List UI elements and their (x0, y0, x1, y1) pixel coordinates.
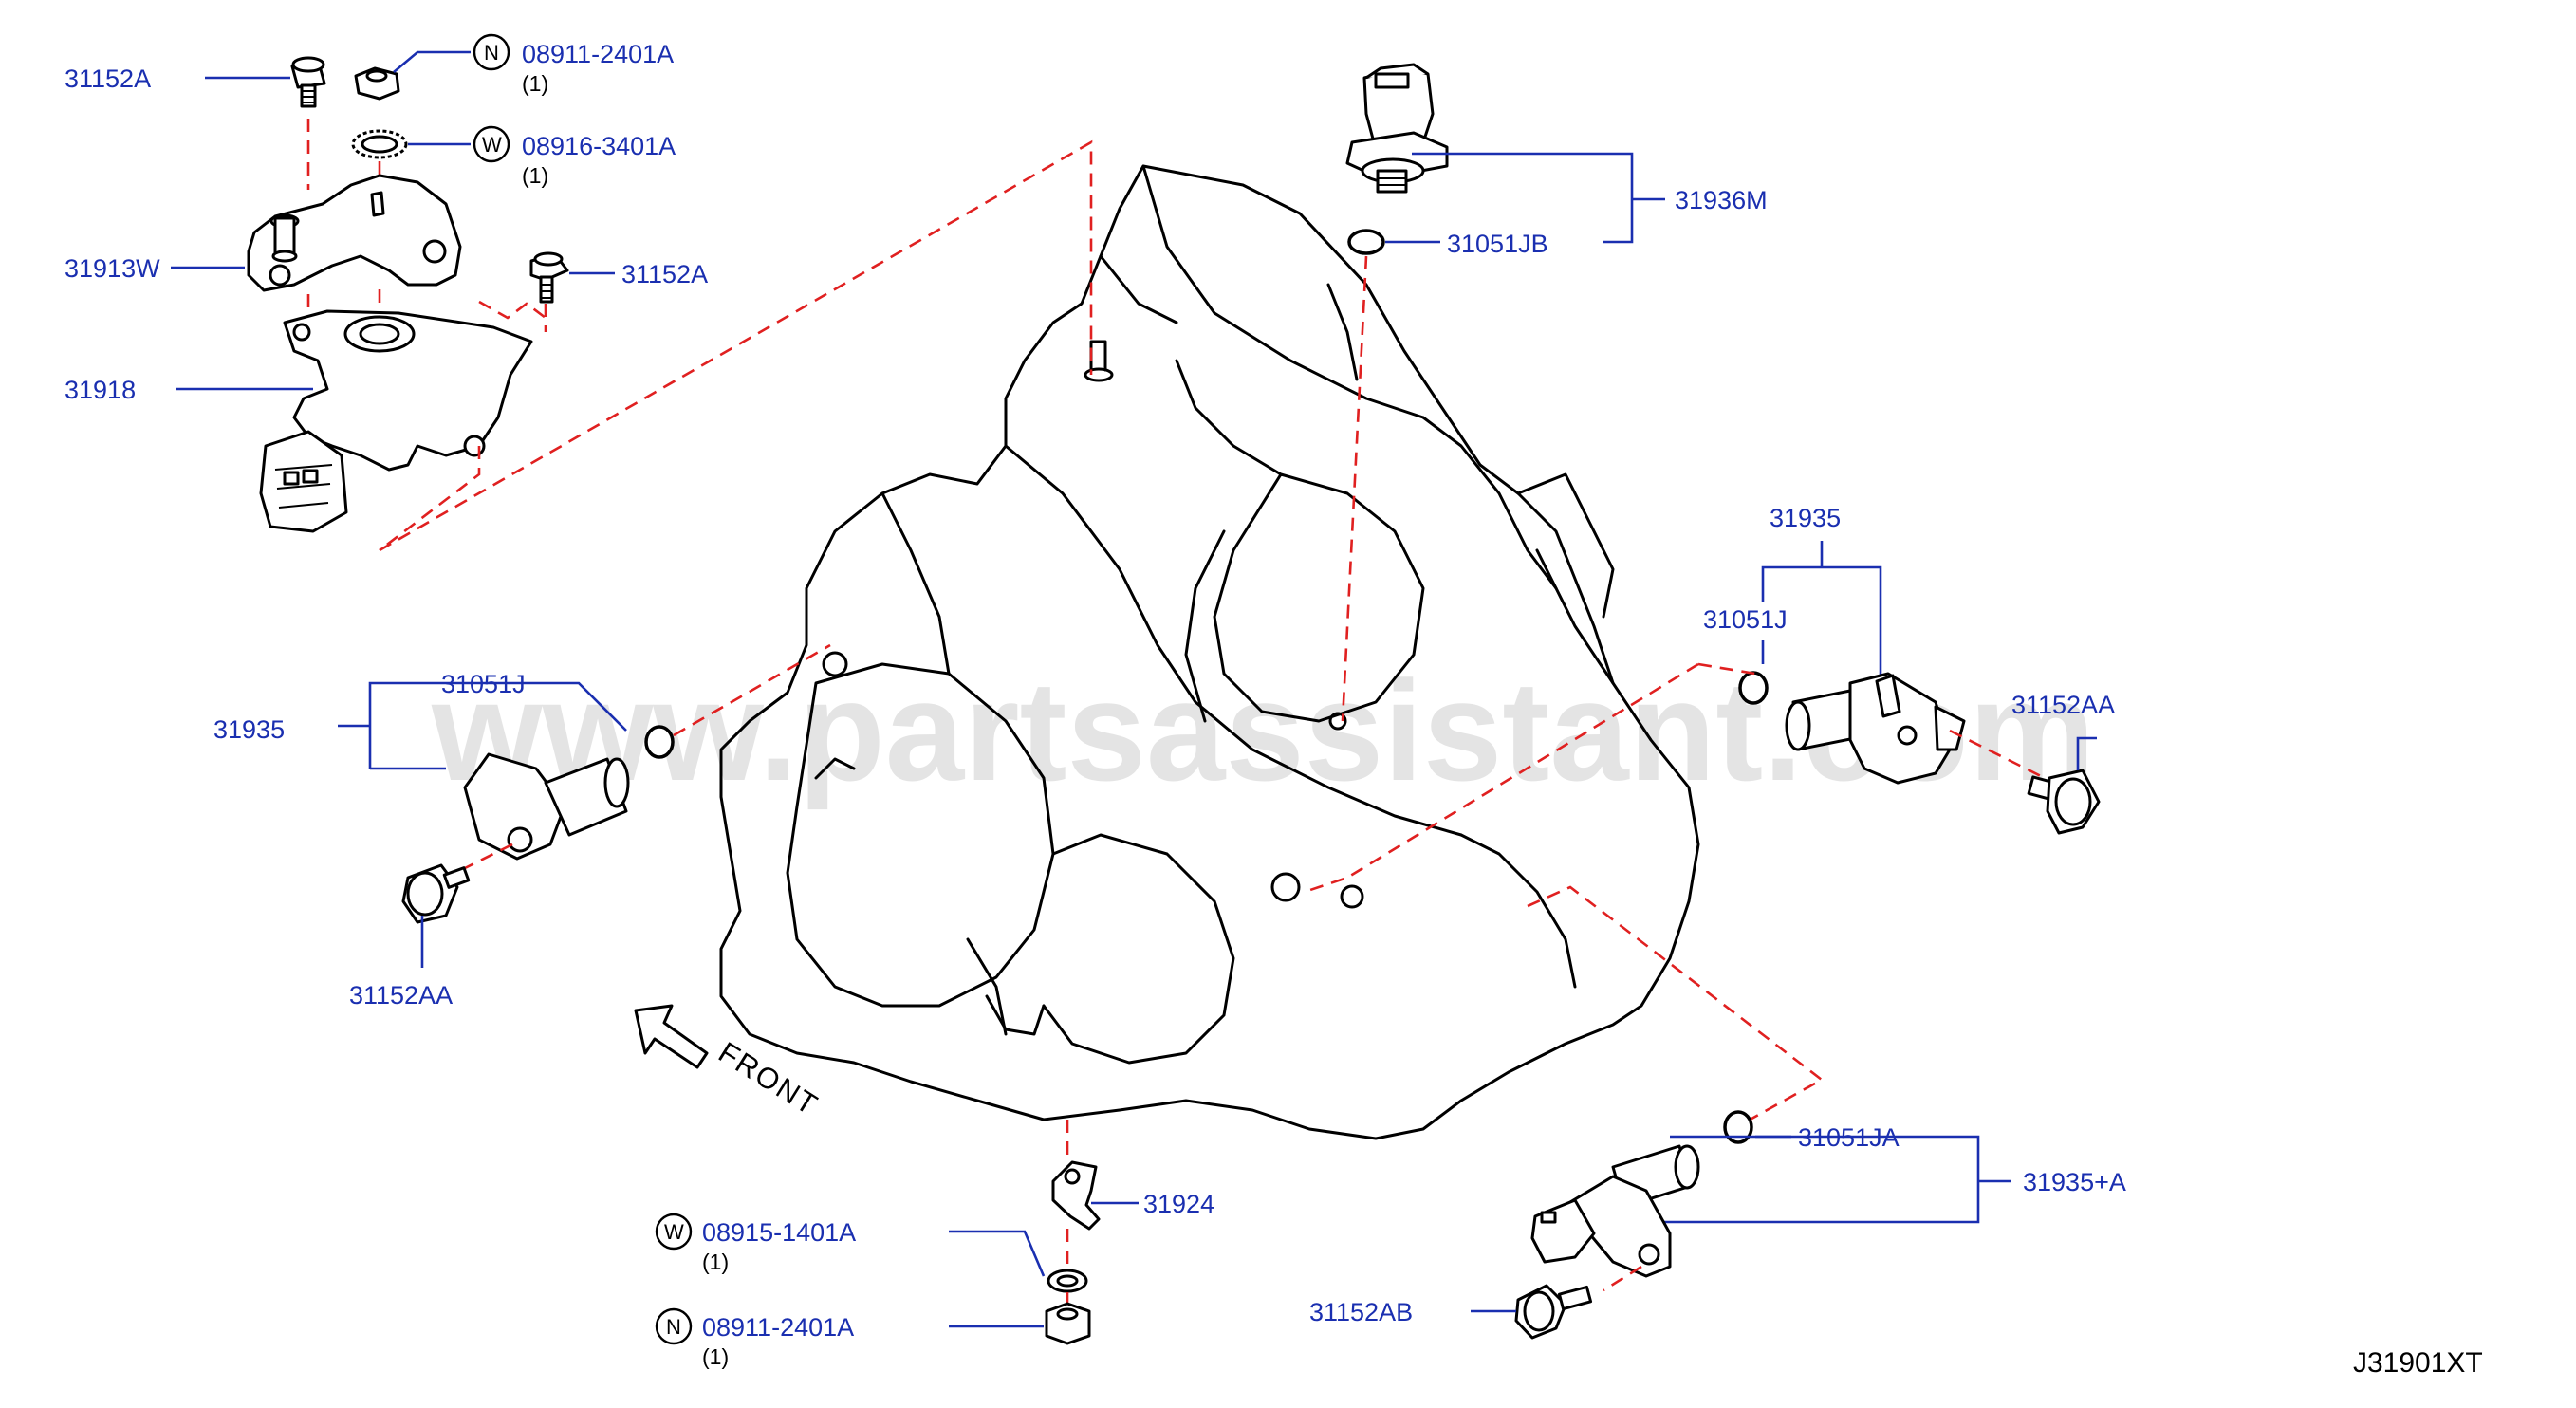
front-label: FRONT (713, 1035, 825, 1122)
badge-N-top: N (473, 33, 510, 71)
label-31152AA-right[interactable]: 31152AA (2011, 691, 2115, 719)
label-08911-bottom[interactable]: 08911-2401A (702, 1313, 854, 1342)
nut-08911-bottom[interactable] (1045, 1302, 1091, 1345)
label-31913W[interactable]: 31913W (65, 254, 160, 283)
label-31936M[interactable]: 31936M (1675, 186, 1768, 214)
svg-text:W: W (664, 1220, 684, 1244)
svg-text:W: W (482, 133, 502, 157)
bolt-31152A-mid[interactable] (529, 251, 569, 304)
bolt-31152AA-right[interactable] (2027, 769, 2101, 835)
diagram-code: J31901XT (2353, 1347, 2483, 1379)
qty-08911-bottom: (1) (702, 1344, 729, 1369)
label-31924[interactable]: 31924 (1143, 1190, 1214, 1218)
badge-W-top: W (473, 125, 510, 163)
label-31152A-top[interactable]: 31152A (65, 65, 151, 93)
sensor-31935-right[interactable] (1785, 672, 1966, 785)
label-08915[interactable]: 08915-1401A (702, 1218, 856, 1247)
sensor-31935A[interactable] (1530, 1144, 1700, 1278)
top-center-group: 31936M 31051JB (1341, 63, 1768, 722)
label-31152AA-left[interactable]: 31152AA (349, 981, 453, 1010)
bracket-31924[interactable] (1051, 1160, 1101, 1231)
qty-08915: (1) (702, 1250, 729, 1274)
sensor-31936M[interactable] (1345, 63, 1449, 194)
sensor-31935-left[interactable] (463, 752, 630, 861)
washer-08915[interactable] (1047, 1269, 1088, 1293)
label-31152AB[interactable]: 31152AB (1309, 1298, 1413, 1326)
svg-text:N: N (666, 1315, 681, 1339)
label-31152A-mid[interactable]: 31152A (621, 260, 708, 288)
label-08916[interactable]: 08916-3401A (522, 132, 676, 160)
oring-31051J-left[interactable] (644, 725, 675, 759)
label-31051JB[interactable]: 31051JB (1447, 230, 1548, 258)
right-group: 31935 31051J 31152AA (1304, 504, 2115, 894)
oring-31051JA[interactable] (1723, 1110, 1753, 1144)
label-31935-left[interactable]: 31935 (213, 715, 285, 744)
switch-31918[interactable] (259, 309, 533, 533)
oring-31051J-right[interactable] (1738, 671, 1769, 705)
badge-N-bottom: N (655, 1307, 693, 1345)
qty-08911-top: (1) (522, 71, 548, 96)
bracket-31913W[interactable] (247, 174, 462, 292)
nut-08911-top[interactable] (354, 66, 400, 101)
bolt-31152A-top[interactable] (290, 56, 326, 108)
bottom-center-group: 31924 W 08915-1401A (1) N 08911-2401A (1… (655, 1120, 1214, 1369)
top-left-group: 31152A N 08911-2401A (1) W 08916-3401A (… (65, 33, 1093, 552)
svg-text:N: N (484, 41, 499, 65)
label-31918[interactable]: 31918 (65, 376, 136, 404)
label-31051J-left[interactable]: 31051J (441, 670, 526, 698)
front-arrow: FRONT (634, 1004, 825, 1122)
bolt-31152AB[interactable] (1514, 1284, 1593, 1340)
badge-W-bottom: W (655, 1213, 693, 1251)
label-31935A[interactable]: 31935+A (2023, 1168, 2126, 1196)
label-31051J-right[interactable]: 31051J (1703, 605, 1788, 634)
label-08911-top[interactable]: 08911-2401A (522, 40, 674, 68)
washer-08916[interactable] (351, 129, 408, 159)
bottom-right-group: 31051JA 31935+A 31152AB (1309, 885, 2126, 1340)
label-31935-right[interactable]: 31935 (1770, 504, 1841, 532)
transmission-housing (719, 164, 1700, 1140)
qty-08916: (1) (522, 163, 548, 188)
left-group: 31935 31051J 31152AA (213, 643, 831, 1010)
oring-31051JB[interactable] (1347, 229, 1385, 255)
bolt-31152AA-left[interactable] (401, 863, 471, 924)
